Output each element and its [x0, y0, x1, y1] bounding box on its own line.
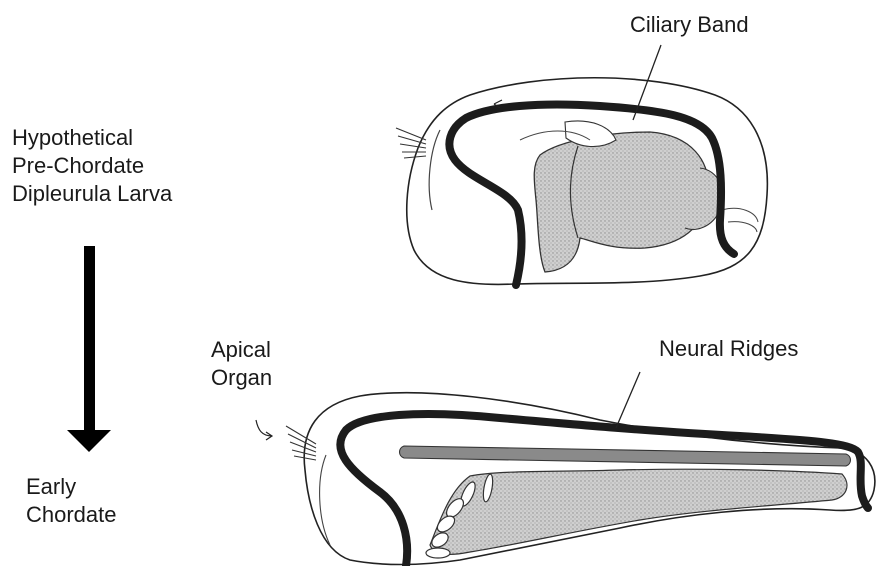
apical-organ-label: Apical Organ [211, 336, 272, 392]
evolution-arrow [67, 246, 111, 452]
stage-top-label: Hypothetical Pre-Chordate Dipleurula Lar… [12, 124, 172, 208]
chordate-dorsal-rod [400, 446, 851, 466]
neural-ridges-leader [616, 372, 640, 428]
stage-top-line-1: Hypothetical [12, 124, 172, 152]
stage-bottom-line-2: Chordate [26, 501, 117, 529]
early-chordate-drawing [256, 372, 875, 566]
dipleurula-larva-drawing [396, 45, 767, 285]
dipleurula-gut [534, 132, 708, 272]
apical-organ-line-2: Organ [211, 364, 272, 392]
stage-bottom-line-1: Early [26, 473, 117, 501]
stage-bottom-label: Early Chordate [26, 473, 117, 529]
neural-ridges-label: Neural Ridges [659, 335, 798, 363]
apical-organ-line-1: Apical [211, 336, 272, 364]
ciliary-band-label: Ciliary Band [630, 11, 749, 39]
stage-top-line-2: Pre-Chordate [12, 152, 172, 180]
apical-organ-pointer [256, 420, 272, 440]
stage-top-line-3: Dipleurula Larva [12, 180, 172, 208]
